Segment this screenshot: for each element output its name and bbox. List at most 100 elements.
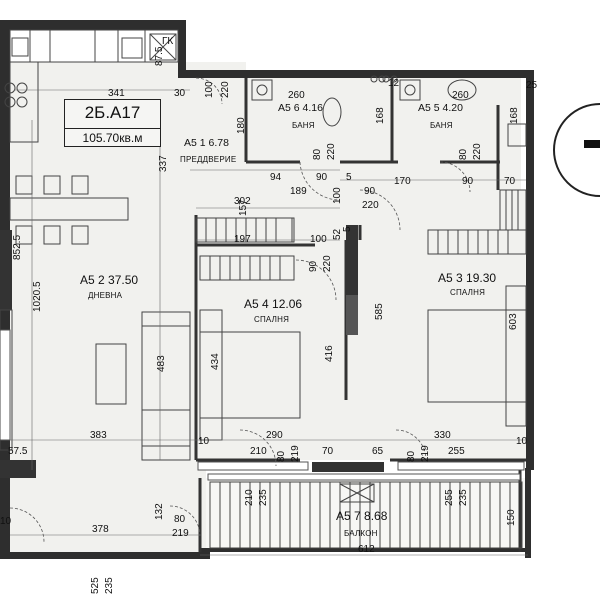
dim-label: 302 (234, 196, 251, 207)
apartment-info-box: 2Б.А17 105.70кв.м (64, 99, 161, 147)
dim-label: 290 (266, 430, 283, 441)
dim-label: 416 (324, 345, 335, 362)
dim-label: 168 (509, 107, 520, 124)
dim-label: 255 (444, 489, 455, 506)
dim-label: 25 (526, 80, 538, 91)
dim-label: 235 (258, 489, 269, 506)
dim-label: 341 (108, 88, 125, 99)
dim-label: 612 (358, 544, 375, 555)
dim-label: 603 (508, 313, 519, 330)
dim-label: 150 (506, 509, 517, 526)
dim-label: 80 (406, 450, 417, 462)
room-label-bed2: А5 3 19.30 (438, 271, 496, 285)
dim-label: 80 (312, 148, 323, 160)
dim-label: 170 (394, 176, 411, 187)
dim-label: 255 (448, 446, 465, 457)
dim-label: 132 (154, 503, 165, 520)
dim-label: 378 (92, 524, 109, 535)
dim-label: 219 (172, 528, 189, 539)
dim-label: 5 (342, 226, 353, 232)
dim-label: 330 (434, 430, 451, 441)
windows (0, 329, 525, 481)
dim-label: 220 (220, 81, 231, 98)
bathroom-fixtures (251, 75, 527, 147)
dim-label: 90 (308, 260, 319, 272)
dim-label: 235 (458, 489, 469, 506)
thick-wall-segments (0, 225, 384, 478)
dim-label: 1020.5 (32, 281, 43, 312)
dim-label: 434 (210, 353, 221, 370)
kitchen (4, 29, 179, 143)
dim-label: 90 (462, 176, 474, 187)
room-label-hall: А5 1 6.78 (184, 137, 229, 149)
dim-label: 100 (204, 81, 215, 98)
dim-label: 852.5 (12, 235, 23, 260)
room-name-bath1: БАНЯ (292, 121, 315, 130)
dim-label: ГК (162, 36, 173, 47)
dim-label: 260 (288, 90, 305, 101)
dim-label: 100 (310, 234, 327, 245)
dim-label: 189 (290, 186, 307, 197)
dim-label: 100 (332, 187, 343, 204)
balcony-railing (209, 481, 523, 549)
dim-label: 30 (174, 88, 186, 99)
dim-label: 220 (362, 200, 379, 211)
room-name-bed1: СПАЛНЯ (254, 315, 289, 324)
dim-label: 220 (472, 143, 483, 160)
north-arrow (553, 103, 600, 197)
dim-label: 90 (364, 186, 376, 197)
dim-label: 483 (156, 355, 167, 372)
sofa (0, 309, 191, 461)
dim-label: 10 (0, 516, 12, 527)
apartment-area: 105.70кв.м (65, 128, 160, 145)
dim-label: 12 (388, 78, 400, 89)
dim-label: 5 (346, 172, 352, 183)
apartment-code: 2Б.А17 (84, 103, 141, 122)
dim-label: 10 (516, 436, 528, 447)
room-name-living: ДНЕВНА (88, 291, 123, 300)
dim-label: 94 (270, 172, 282, 183)
bedroom-2-furniture (427, 189, 527, 427)
dimension-labels: 341 30 100 220 180 87.5 ГК 260 12 260 25… (0, 36, 538, 594)
dim-label: 337 (158, 155, 169, 172)
dim-label: 383 (90, 430, 107, 441)
room-label-bed1: А5 4 12.06 (244, 297, 302, 311)
dim-label: 80 (276, 450, 287, 462)
dim-label: 57.5 (8, 446, 28, 457)
room-label-bath2: А5 5 4.20 (418, 102, 463, 114)
hall-wardrobe (195, 217, 295, 243)
dim-label: 220 (322, 255, 333, 272)
dim-label: 219 (290, 445, 301, 462)
dim-label: 10 (198, 436, 210, 447)
dim-label: 80 (458, 148, 469, 160)
dim-label: 210 (250, 446, 267, 457)
dim-label: 220 (326, 143, 337, 160)
dimension-lines (10, 89, 528, 556)
room-label-living: А5 2 37.50 (80, 273, 138, 287)
room-name-bed2: СПАЛНЯ (450, 288, 485, 297)
dim-label: 157 (238, 199, 249, 216)
dim-label: 235 (104, 577, 115, 594)
dim-label: 585 (374, 303, 385, 320)
dim-label: 168 (375, 107, 386, 124)
room-name-bath2: БАНЯ (430, 121, 453, 130)
dim-label: 219 (420, 445, 431, 462)
dim-label: 70 (504, 176, 516, 187)
room-name-balcony: БАЛКОН (344, 529, 378, 538)
dim-label: 87.5 (154, 46, 165, 66)
room-name-hall: ПРЕДДВЕРИЕ (180, 155, 236, 164)
dim-label: 260 (452, 90, 469, 101)
dim-label: 52 (332, 228, 343, 240)
dim-label: 180 (236, 117, 247, 134)
room-label-bath1: А5 6 4.16 (278, 102, 323, 114)
dim-label: 70 (322, 446, 334, 457)
dim-label: 80 (174, 514, 186, 525)
room-label-balcony: А5 7 8.68 (336, 509, 388, 523)
dim-label: 525 (90, 577, 101, 594)
dim-label: 197 (234, 234, 251, 245)
dim-label: 210 (244, 489, 255, 506)
room-labels: А5 2 37.50 ДНЕВНА А5 1 6.78 ПРЕДДВЕРИЕ А… (80, 102, 496, 538)
dim-label: 65 (372, 446, 384, 457)
dim-label: 90 (316, 172, 328, 183)
